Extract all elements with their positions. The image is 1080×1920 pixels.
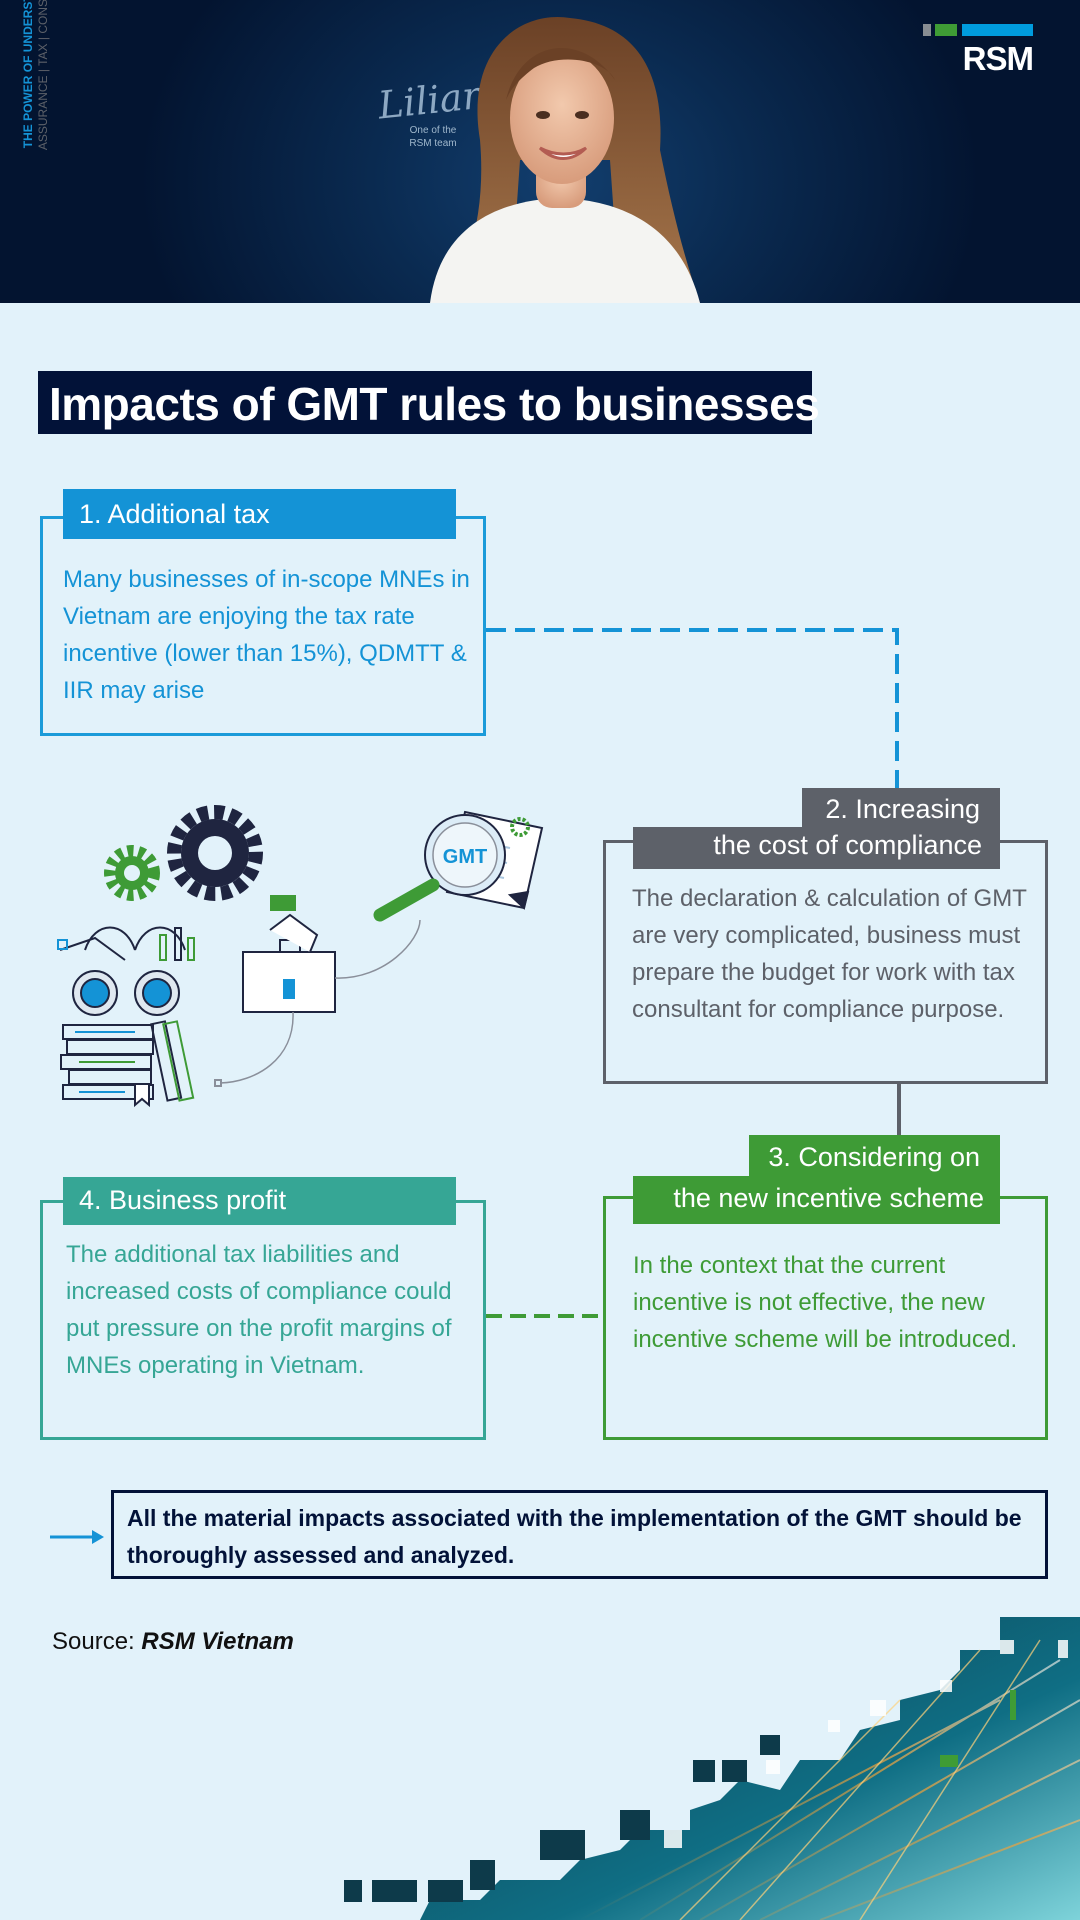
magnifier-label: GMT <box>443 846 487 868</box>
impact-text-compliance-cost: The declaration & calculation of GMT are… <box>632 885 1027 1023</box>
impact-label-additional-tax: 1. Additional tax <box>63 489 456 539</box>
binoculars-icon <box>57 926 195 1016</box>
gear-icon <box>167 805 263 901</box>
impact-text-business-profit: The additional tax liabilities and incre… <box>66 1241 452 1379</box>
connector-1-to-2 <box>486 628 899 788</box>
impact-label-incentive-line-1: 3. Considering on <box>749 1135 1000 1179</box>
rsm-logo: RSM <box>921 24 1034 77</box>
logo-bar-green <box>935 24 957 36</box>
source-line: Source: RSM Vietnam <box>52 1628 294 1656</box>
conclusion-text: All the material impacts associated with… <box>127 1505 1022 1568</box>
page-title: Impacts of GMT rules to businesses <box>49 378 820 430</box>
signature-caption: One of the RSM team <box>398 124 468 150</box>
gear-icon <box>104 845 160 901</box>
logo-bar-gray <box>923 24 931 36</box>
rsm-logo-text: RSM <box>962 40 1034 77</box>
arrow-right-icon <box>50 1530 104 1544</box>
conclusion-box: All the material impacts associated with… <box>111 1490 1048 1579</box>
header-banner: THE POWER OF UNDERSTANDING ASSURANCE | T… <box>0 0 1080 303</box>
impact-label-compliance-line-2: the cost of compliance <box>633 827 1000 869</box>
source-label: Source: <box>52 1628 135 1655</box>
logo-bar-blue <box>962 24 1033 36</box>
business-illustration: GMT <box>57 805 544 1108</box>
impact-text-additional-tax: Many businesses of in-scope MNEs in Viet… <box>63 566 470 704</box>
page-title-bar: Impacts of GMT rules to businesses <box>38 371 820 434</box>
source-value: RSM Vietnam <box>141 1628 294 1655</box>
impact-label-compliance-line-1: 2. Increasing <box>802 788 1000 830</box>
portrait-photo <box>430 17 700 303</box>
impact-text-incentive-scheme: In the context that the current incentiv… <box>633 1252 1018 1353</box>
magnifier-icon: GMT <box>373 814 506 922</box>
impact-label-business-profit: 4. Business profit <box>63 1177 456 1225</box>
signature-caption-line-2: RSM team <box>409 138 457 149</box>
signature-caption-line-1: One of the <box>409 125 457 136</box>
books-icon <box>60 1020 195 1108</box>
impact-label-incentive-line-2: the new incentive scheme <box>633 1176 1000 1224</box>
briefcase-icon <box>214 895 421 1087</box>
